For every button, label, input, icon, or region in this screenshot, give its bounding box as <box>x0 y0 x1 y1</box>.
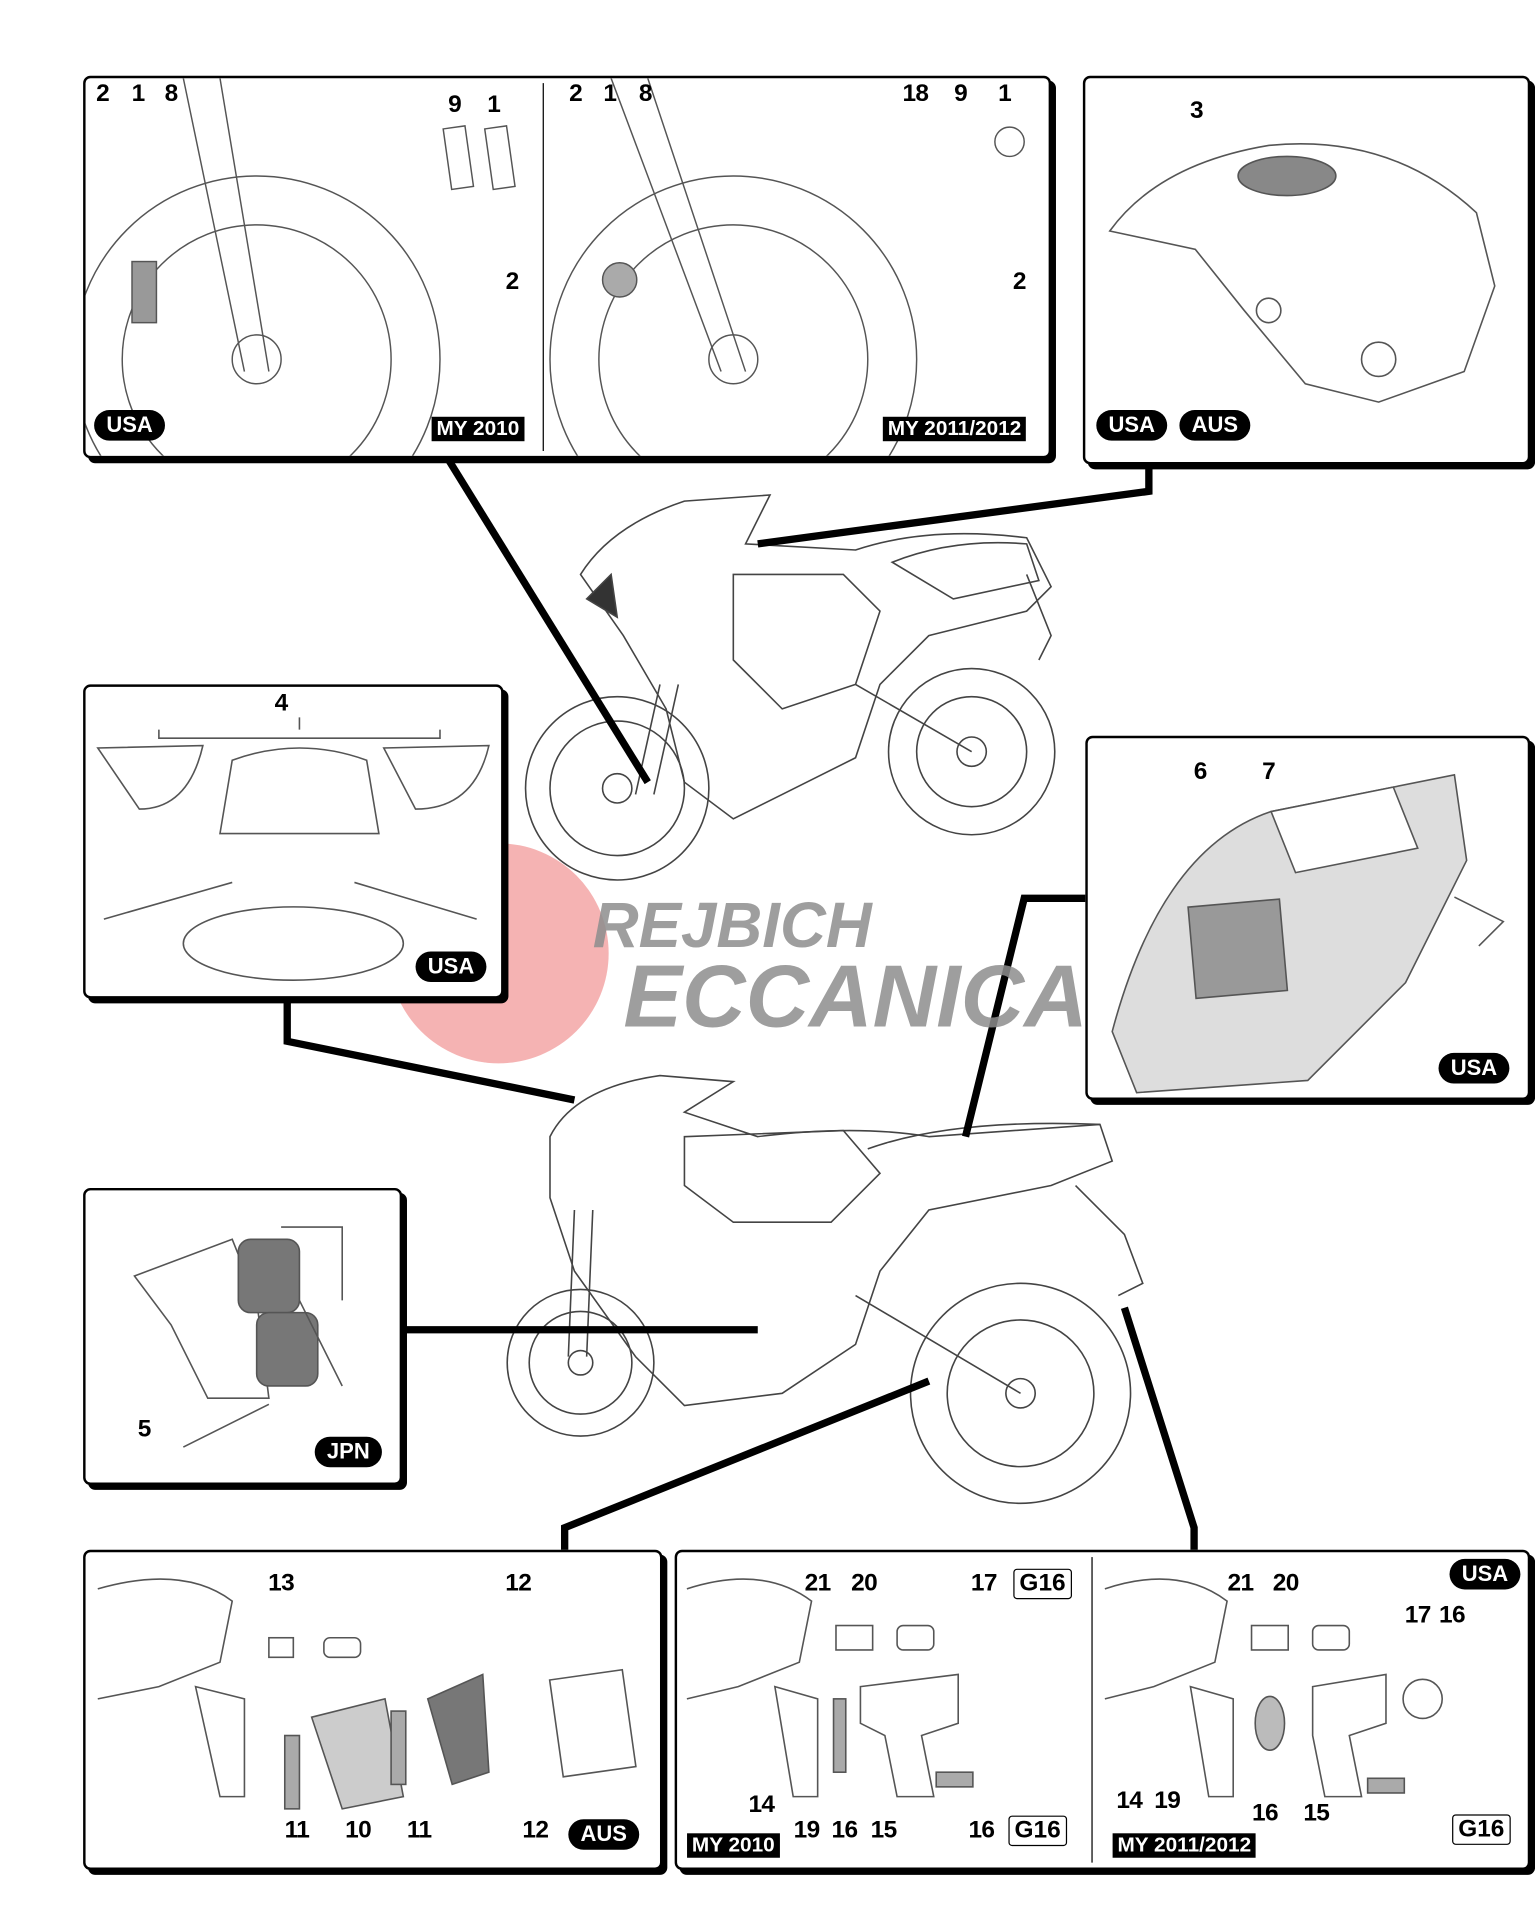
callout: 20 <box>1272 1569 1300 1597</box>
tank-decal-panel <box>1082 75 1531 465</box>
callout: 21 <box>1227 1569 1255 1597</box>
license-plate-usa-panel <box>674 1549 1531 1870</box>
callout: 16 <box>831 1816 859 1844</box>
tail-section-drawing <box>1111 773 1505 1094</box>
callout: 8 <box>638 80 653 107</box>
callout: 2 <box>505 268 520 296</box>
tail-label-panel <box>1085 735 1531 1100</box>
license-plate-aus-panel <box>83 1549 663 1870</box>
callout: 2 <box>1012 268 1027 296</box>
callout: 14 <box>748 1791 775 1819</box>
upper-motorcycle <box>524 494 1056 881</box>
model-year-label: MY 2011/2012 <box>882 416 1027 442</box>
model-year-label: MY 2011/2012 <box>1112 1833 1257 1858</box>
callout: 17 <box>1404 1601 1432 1629</box>
reference-box: G16 <box>1452 1814 1511 1845</box>
callout: 6 <box>1193 758 1208 786</box>
callout: 11 <box>406 1816 432 1844</box>
market-badge: USA <box>415 951 487 983</box>
callout: 12 <box>505 1569 532 1597</box>
callout: 1 <box>603 80 617 107</box>
callout: 19 <box>793 1816 821 1844</box>
callout: 21 <box>804 1569 832 1597</box>
watermark-line2: ECCANICA <box>623 948 1088 1047</box>
callout: 1 <box>487 91 501 118</box>
market-badge: USA <box>1438 1052 1510 1084</box>
callout: 19 <box>1154 1787 1181 1815</box>
panel-divider <box>542 83 544 451</box>
callout: 16 <box>968 1816 995 1844</box>
handlebar-mirrors-drawing <box>96 717 490 981</box>
panel-divider <box>1091 1557 1093 1863</box>
callout: 16 <box>1438 1601 1466 1629</box>
callout: 15 <box>1303 1799 1330 1827</box>
plate-holder-aus-drawing <box>97 1578 637 1810</box>
callout: 17 <box>970 1569 998 1597</box>
brake-caliper-panel <box>83 1187 403 1485</box>
market-badge: JPN <box>314 1436 382 1468</box>
callout: 18 <box>902 80 929 107</box>
callout: 10 <box>345 1816 372 1844</box>
callout: 3 <box>1190 97 1204 125</box>
callout: 14 <box>1116 1787 1143 1815</box>
callout: 16 <box>1251 1799 1279 1827</box>
leader-lines <box>283 453 1198 1550</box>
callout: 2 <box>96 80 110 107</box>
callout: 7 <box>1262 758 1276 786</box>
callout: 9 <box>954 80 968 107</box>
callout: 9 <box>448 91 462 118</box>
callout: 20 <box>851 1569 878 1597</box>
watermark-line1: REJBICH <box>592 890 872 962</box>
callout: 15 <box>870 1816 898 1844</box>
market-badge: USA <box>1449 1558 1521 1590</box>
lower-motorcycle <box>506 1074 1144 1505</box>
plate-holder-usa-drawing <box>686 1578 1443 1798</box>
callout: 4 <box>274 689 289 717</box>
market-badge: AUS <box>568 1819 640 1850</box>
callout: 12 <box>522 1816 549 1844</box>
brake-caliper-drawing <box>133 1226 344 1448</box>
callout: 1 <box>998 80 1012 107</box>
callout: 8 <box>164 80 179 107</box>
callout: 13 <box>268 1569 295 1597</box>
callout: 2 <box>569 80 583 107</box>
front-wheel-reflector-panel <box>83 75 1052 459</box>
mirror-decal-panel <box>83 684 504 999</box>
model-year-label: MY 2010 <box>687 1833 780 1858</box>
market-badge: USA <box>94 410 166 441</box>
model-year-label: MY 2010 <box>431 416 525 442</box>
callout: 5 <box>137 1415 152 1443</box>
reference-box: G16 <box>1013 1568 1072 1600</box>
market-badge: USA <box>1096 410 1168 441</box>
front-wheel-drawing <box>85 78 1025 456</box>
reference-box: G16 <box>1008 1815 1067 1847</box>
callout: 1 <box>131 80 146 107</box>
callout: 11 <box>284 1816 310 1844</box>
fuel-tank-drawing <box>1108 143 1496 403</box>
market-badge: AUS <box>1179 410 1251 441</box>
